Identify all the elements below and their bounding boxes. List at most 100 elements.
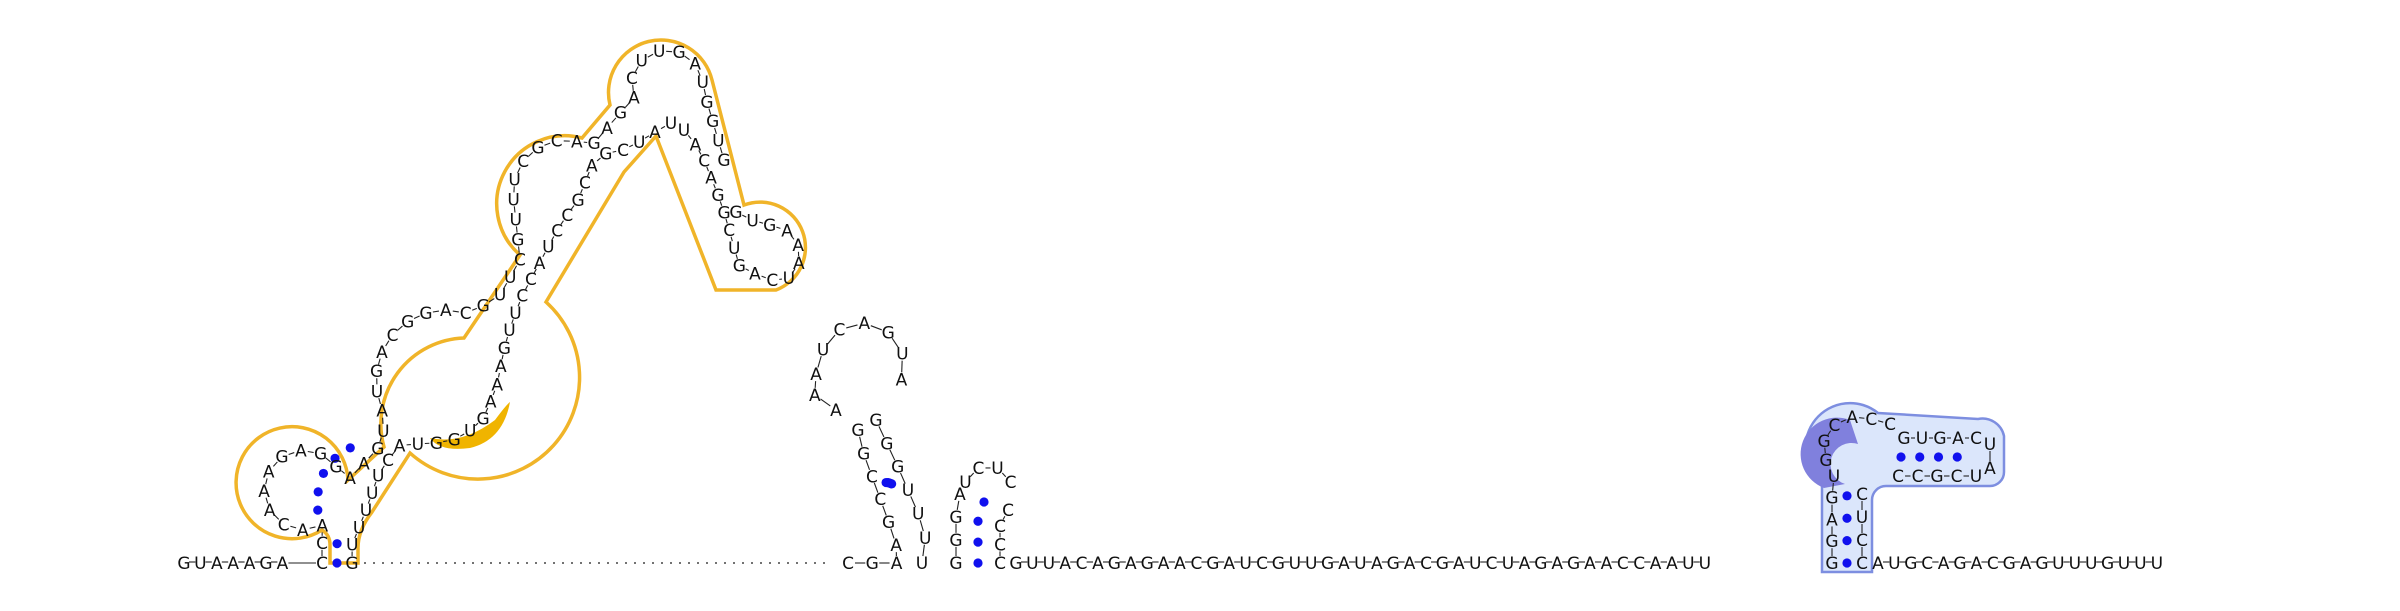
hairpin-1-nucleotide: A	[344, 469, 356, 489]
hairpin-1-nucleotide: U	[503, 321, 515, 341]
backbone-segment	[820, 398, 831, 407]
hairpin-1-nucleotide: G	[498, 339, 511, 359]
base-pair-dot	[332, 558, 342, 568]
hairpin-1-nucleotide: C	[278, 515, 290, 535]
hairpin-1-nucleotide: U	[728, 239, 740, 259]
linker-nucleotide: G	[1321, 554, 1334, 574]
hairpin-1-nucleotide: A	[749, 265, 761, 285]
backbone-segment	[956, 500, 960, 510]
backbone-segment	[624, 102, 630, 108]
backbone-segment	[745, 268, 750, 271]
hairpin-1-nucleotide: C	[561, 206, 573, 226]
backbone-segment	[1877, 420, 1884, 423]
backbone-segment	[560, 220, 564, 225]
hairpin-1-nucleotide: C	[316, 554, 328, 574]
backbone-segment	[708, 108, 712, 115]
backbone-segment	[776, 226, 781, 229]
hairpin-3-nucleotide: C	[994, 517, 1006, 537]
linker-nucleotide: C	[1420, 554, 1432, 574]
hairpin-1-nucleotide: A	[491, 375, 503, 395]
hairpin-2-nucleotide: C	[834, 321, 846, 341]
backbone-segment	[730, 236, 733, 242]
domain-highlights	[234, 38, 2006, 574]
backbone-segment	[525, 285, 529, 290]
backbone-segment	[1824, 447, 1826, 454]
base-pair-dot	[1842, 558, 1852, 568]
linker-nucleotide: G	[1009, 554, 1022, 574]
base-pair-dot	[1915, 452, 1925, 462]
leader-nucleotide: A	[211, 554, 223, 574]
hairpin-1-nucleotide: A	[689, 55, 701, 75]
linker-nucleotide: A	[1158, 554, 1170, 574]
base-pair-dot	[345, 443, 355, 453]
backbone-segment	[488, 298, 495, 303]
hairpin-1-nucleotide: U	[653, 42, 665, 62]
hairpin-1-nucleotide: C	[617, 141, 629, 161]
hairpin-3-nucleotide: C	[994, 554, 1006, 574]
hairpin-2-nucleotide: U	[817, 340, 829, 360]
hairpin-1-nucleotide: U	[712, 132, 724, 152]
hairpin-4-nucleotide: C	[1951, 467, 1963, 487]
backbone-segment	[513, 265, 518, 272]
trailer-nucleotide: U	[2069, 554, 2081, 574]
hairpin-3-nucleotide: G	[949, 508, 962, 528]
linker-nucleotide: A	[1551, 554, 1563, 574]
backbone-segment	[1002, 515, 1006, 520]
hairpin-2-nucleotide: C	[866, 467, 878, 487]
trailer-nucleotide: G	[2035, 554, 2048, 574]
backbone-segment	[634, 66, 639, 72]
hairpin-1-nucleotide: U	[507, 190, 519, 210]
base-pairs	[313, 443, 1962, 568]
linker-nucleotide: C	[1256, 554, 1268, 574]
hairpin-1-nucleotide: A	[534, 254, 546, 274]
backbone-segment	[713, 183, 716, 189]
hairpin-1-nucleotide: U	[635, 51, 647, 71]
hairpin-1-nucleotide: A	[495, 357, 507, 377]
backbone-segment	[485, 407, 489, 413]
base-pair-dot	[1842, 491, 1852, 501]
base-pair-dot	[979, 497, 989, 507]
backbone-segment	[719, 201, 723, 206]
trailer-nucleotide: G	[2003, 554, 2016, 574]
hairpin-4-nucleotide: U	[1984, 435, 1996, 455]
hairpin-1-nucleotide: U	[508, 170, 520, 190]
backbone-segment	[684, 55, 690, 61]
linker-nucleotide: A	[1666, 554, 1678, 574]
backbone-segment	[647, 53, 654, 58]
hairpin-1-nucleotide: C	[382, 451, 394, 471]
linker-nucleotide: C	[1486, 554, 1498, 574]
hairpin-1-nucleotide: A	[295, 441, 307, 461]
backbone-segment	[325, 457, 331, 463]
backbone-segment	[596, 157, 601, 162]
hairpin-4-nucleotide: A	[1952, 429, 1964, 449]
backbone-segment	[882, 505, 887, 516]
hairpin-4-nucleotide: A	[1846, 408, 1858, 428]
hairpin-1-nucleotide: U	[412, 435, 424, 455]
hairpin-2-nucleotide: C	[842, 554, 854, 574]
backbone-segment	[827, 334, 836, 345]
linker-nucleotide: A	[1519, 554, 1531, 574]
backbone-segment	[368, 453, 374, 459]
backbone-segment	[381, 465, 385, 470]
hairpin-1-nucleotide: U	[366, 484, 378, 504]
hairpin-1-nucleotide: G	[706, 112, 719, 132]
hairpin-1-nucleotide: G	[763, 216, 776, 236]
backbone-segment	[792, 268, 796, 273]
linker-nucleotide: C	[1076, 554, 1088, 574]
hairpin-4-nucleotide: A	[1826, 510, 1838, 530]
hairpin-1-nucleotide: G	[729, 203, 742, 223]
hairpin-1-nucleotide: U	[746, 211, 758, 231]
linker-nucleotide: A	[1059, 554, 1071, 574]
backbone-segment	[859, 436, 863, 447]
hairpin-4-nucleotide: G	[1819, 451, 1832, 471]
hairpin-2-nucleotide: U	[896, 345, 908, 365]
backbone-segment	[518, 246, 520, 253]
hairpin-1-nucleotide: G	[345, 554, 358, 574]
hairpin-3-nucleotide: G	[949, 554, 962, 574]
hairpin-1-nucleotide: A	[792, 236, 804, 256]
hairpin-4-nucleotide: C	[1856, 531, 1868, 551]
backbone-segment	[527, 151, 534, 157]
domain-1-highlight-segment	[430, 402, 510, 449]
hairpin-1-nucleotide: U	[371, 382, 383, 402]
domain-2-highlight-segment	[1800, 417, 1858, 488]
